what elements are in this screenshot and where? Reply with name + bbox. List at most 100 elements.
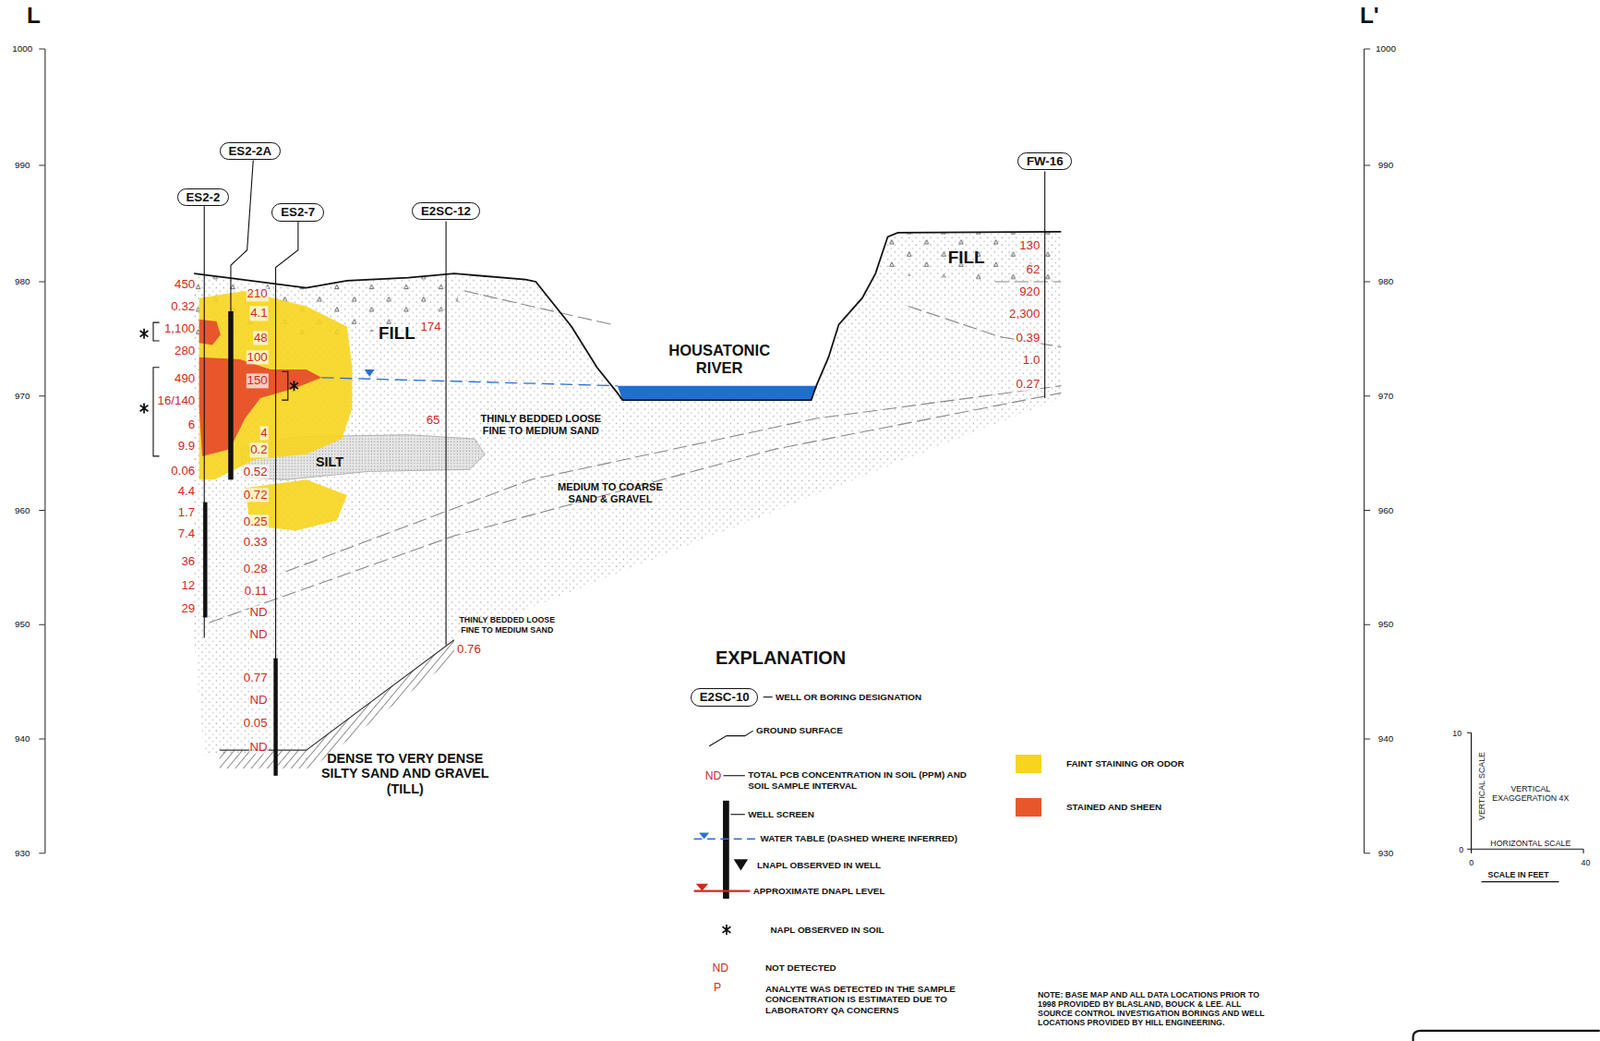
pcb-value: 0.06 bbox=[169, 463, 196, 478]
pcb-value: 100 bbox=[245, 349, 268, 364]
elevation-tick: 990 bbox=[1378, 159, 1394, 170]
unit-label: FILL bbox=[378, 324, 416, 345]
pcb-value: 210 bbox=[245, 287, 268, 301]
scale-number: 0 bbox=[1458, 843, 1464, 854]
legend-text: WELL SCREEN bbox=[747, 808, 815, 819]
legend-text: ANALYTE WAS DETECTED IN THE SAMPLE CONCE… bbox=[765, 983, 980, 1015]
pcb-value: 0.33 bbox=[242, 534, 269, 549]
scale-label: HORIZONTAL SCALE bbox=[1490, 838, 1571, 848]
pcb-value: 4 bbox=[259, 425, 268, 440]
pcb-value: 1.7 bbox=[177, 505, 197, 519]
elevation-tick: 980 bbox=[14, 276, 30, 287]
legend-text: STAINED AND SHEEN bbox=[1066, 802, 1162, 813]
elevation-tick: 1000 bbox=[12, 43, 33, 54]
till-hatch bbox=[219, 639, 455, 769]
pcb-value: ND bbox=[248, 604, 268, 619]
legend-text: GROUND SURFACE bbox=[756, 725, 843, 736]
pcb-value: 0.76 bbox=[456, 641, 482, 656]
elevation-tick: 930 bbox=[14, 847, 30, 858]
elevation-tick: 990 bbox=[14, 159, 30, 170]
legend-sample: P bbox=[712, 980, 722, 994]
scale-number: 0 bbox=[1468, 857, 1474, 867]
pcb-value: 0.11 bbox=[243, 583, 269, 598]
elevation-tick: 1000 bbox=[1375, 43, 1396, 54]
water-table bbox=[321, 377, 617, 386]
section-letter: L' bbox=[1359, 2, 1380, 29]
pcb-value: 920 bbox=[1018, 284, 1041, 299]
pcb-value: 1.0 bbox=[1022, 353, 1042, 368]
elevation-tick: 980 bbox=[1378, 276, 1394, 287]
napl-asterisk bbox=[140, 328, 732, 935]
river-label: HOUSATONIC RIVER bbox=[662, 341, 776, 377]
legend-text: NAPL OBSERVED IN SOIL bbox=[769, 924, 884, 935]
scale-bar bbox=[1467, 732, 1584, 881]
elevation-axes bbox=[38, 48, 1371, 854]
legend-swatch bbox=[1015, 754, 1043, 773]
sample-brackets bbox=[153, 322, 289, 457]
pcb-value: 2,300 bbox=[1008, 307, 1041, 322]
well-designation: ES2-2A bbox=[219, 142, 281, 160]
legend-water-table bbox=[694, 838, 756, 840]
pcb-value: 0.05 bbox=[242, 715, 269, 730]
pcb-value: 6 bbox=[187, 417, 196, 432]
unit-label: MEDIUM TO COARSE SAND & GRAVEL bbox=[553, 481, 667, 506]
elevation-tick: 940 bbox=[14, 733, 30, 744]
legend-text: TOTAL PCB CONCENTRATION IN SOIL (PPM) AN… bbox=[747, 769, 988, 791]
scale-label: VERTICAL EXAGGERATION 4X bbox=[1490, 783, 1572, 803]
pcb-value: 0.25 bbox=[242, 514, 269, 529]
legend-swatch bbox=[1015, 797, 1043, 817]
scale-label: SCALE IN FEET bbox=[1488, 869, 1550, 879]
pcb-value: 0.77 bbox=[242, 670, 269, 685]
well-designation: E2SC-10 bbox=[690, 687, 759, 706]
river-water bbox=[617, 385, 817, 400]
elevation-tick: 970 bbox=[14, 390, 30, 401]
well-name: ES2-2A bbox=[228, 144, 273, 158]
note: NOTE: BASE MAP AND ALL DATA LOCATIONS PR… bbox=[1037, 989, 1271, 1027]
pcb-value: 48 bbox=[252, 330, 269, 345]
well-designation: FW-16 bbox=[1017, 152, 1072, 170]
pcb-value: 65 bbox=[425, 413, 442, 428]
pcb-value: 0.2 bbox=[249, 443, 269, 458]
elevation-tick: 960 bbox=[14, 505, 30, 516]
well-designation: E2SC-12 bbox=[411, 202, 481, 220]
legend-text: FAINT STAINING OR ODOR bbox=[1066, 757, 1185, 769]
legend-text: WELL OR BORING DESIGNATION bbox=[775, 691, 922, 702]
elevation-tick: 960 bbox=[1378, 505, 1394, 516]
pcb-value: ND bbox=[248, 627, 268, 642]
stained-sheen bbox=[199, 319, 221, 346]
pcb-value: 4.4 bbox=[177, 483, 197, 498]
well-name: ES2-7 bbox=[280, 204, 315, 219]
legend-water-table bbox=[698, 832, 710, 840]
scale-label: VERTICAL SCALE bbox=[1477, 751, 1487, 820]
title-block-edge bbox=[1413, 1030, 1600, 1041]
pcb-value: 490 bbox=[173, 371, 196, 385]
pcb-value: 174 bbox=[419, 319, 442, 334]
legend-text: APPROXIMATE DNAPL LEVEL bbox=[753, 885, 886, 896]
well-designation: ES2-2 bbox=[177, 188, 230, 206]
well-lines bbox=[204, 159, 1045, 775]
well-designation: ES2-7 bbox=[271, 203, 325, 221]
pcb-value: 0.28 bbox=[242, 561, 269, 576]
pcb-value: 0.32 bbox=[169, 299, 196, 313]
fill-layer bbox=[875, 231, 1061, 284]
till-surface bbox=[219, 639, 455, 750]
sediment-fill bbox=[193, 231, 1061, 756]
well-name: ES2-2 bbox=[185, 190, 220, 205]
stained-sheen bbox=[199, 357, 323, 457]
legend-text: LNAPL OBSERVED IN WELL bbox=[757, 860, 881, 871]
section-letter: L bbox=[26, 2, 41, 29]
legend-sample: ND bbox=[704, 769, 723, 782]
pcb-value: 29 bbox=[180, 601, 196, 615]
scale-number: 40 bbox=[1581, 857, 1591, 867]
pcb-value: 280 bbox=[173, 344, 196, 359]
elevation-tick: 930 bbox=[1378, 847, 1394, 858]
pcb-value: 450 bbox=[173, 277, 196, 292]
pcb-value: 36 bbox=[180, 553, 196, 568]
legend-dnapl bbox=[696, 883, 709, 891]
legend-lnapl bbox=[733, 858, 748, 870]
pcb-value: 150 bbox=[245, 373, 268, 388]
ground-surface bbox=[193, 231, 1061, 400]
elevation-tick: 950 bbox=[1378, 619, 1394, 630]
pcb-value: 7.4 bbox=[177, 526, 197, 541]
pcb-value: 16/140 bbox=[156, 394, 197, 409]
